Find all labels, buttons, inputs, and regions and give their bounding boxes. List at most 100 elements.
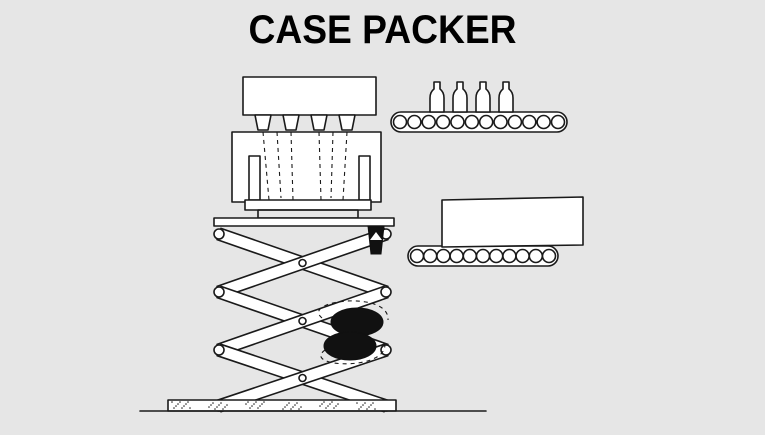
base-dot [290, 408, 292, 410]
base-dot [288, 402, 290, 404]
base-dot [284, 406, 286, 408]
base-dot [255, 401, 257, 403]
roller [521, 114, 537, 130]
roller [502, 248, 517, 264]
base-dot [366, 408, 368, 410]
roller [493, 114, 508, 130]
base-dot [185, 403, 187, 405]
bottle-conveyor [390, 81, 568, 133]
base-dot [216, 406, 218, 408]
gripper-head [242, 76, 377, 116]
roller [422, 248, 438, 264]
roller [464, 114, 480, 130]
drop-paths [262, 131, 348, 201]
roller [515, 248, 530, 264]
base-texture [171, 401, 376, 410]
base-dot [251, 405, 253, 407]
base-dot [331, 401, 333, 403]
roller [462, 248, 478, 264]
empty-case [441, 196, 584, 248]
air-bellows-lower [323, 331, 377, 361]
roller [409, 248, 425, 264]
base-dot [360, 406, 362, 408]
base-dot [374, 408, 376, 410]
case-base [244, 199, 372, 211]
center-pivot [298, 258, 307, 268]
base-dot [208, 406, 210, 408]
base-dot [177, 403, 179, 405]
case-conveyor [407, 196, 584, 267]
bottle-row [429, 81, 514, 113]
base-dot [261, 403, 263, 405]
hinge-pin [380, 286, 392, 298]
base-dot [257, 407, 259, 409]
base-dot [319, 405, 321, 407]
base-dot [259, 405, 261, 407]
base-dot [358, 408, 360, 410]
lift-table [213, 217, 395, 227]
base-dot [372, 402, 374, 404]
base-dot [286, 404, 288, 406]
base-dot [189, 407, 191, 409]
base-dot [362, 404, 364, 406]
roller [392, 114, 408, 130]
case-frame [231, 131, 382, 203]
roller [475, 248, 491, 264]
case-conveyor-rollers [409, 248, 557, 264]
base-dot [325, 407, 327, 409]
page-title: CASE PACKER [248, 8, 517, 52]
base-dot [171, 401, 173, 403]
base-dot [212, 402, 214, 404]
gripper-tulips [254, 114, 356, 131]
base-dot [253, 403, 255, 405]
base-dot [329, 403, 331, 405]
base-dot [356, 402, 358, 404]
roller [550, 114, 566, 130]
base-dot [364, 402, 366, 404]
base-dot [245, 403, 247, 405]
base-dot [181, 407, 183, 409]
roller [449, 248, 464, 264]
packer-head [213, 76, 395, 227]
hinge-pin [380, 344, 392, 356]
air-bellows-upper [330, 307, 384, 337]
base-dot [183, 405, 185, 407]
base-dot [187, 401, 189, 403]
base-dot [224, 406, 226, 408]
base-dot [210, 404, 212, 406]
base-dot [335, 405, 337, 407]
base-dot [292, 406, 294, 408]
base-dot [214, 408, 216, 410]
base-dot [249, 407, 251, 409]
base-dot [368, 406, 370, 408]
base-dot [333, 407, 335, 409]
base-dot [247, 401, 249, 403]
bottle-conveyor-rollers [392, 114, 566, 130]
base-dot [327, 405, 329, 407]
base-dot [294, 404, 296, 406]
base-dot [263, 401, 265, 403]
lift-base [167, 399, 397, 412]
base-dot [220, 402, 222, 404]
bottle [475, 81, 491, 113]
bottle [498, 81, 514, 113]
roller [528, 248, 544, 264]
roller [536, 114, 551, 130]
hinge-pin [213, 228, 225, 240]
base-dot [300, 406, 302, 408]
roller [421, 114, 437, 130]
roller [541, 248, 557, 264]
base-dot [226, 404, 228, 406]
base-dot [282, 408, 284, 410]
roller [436, 248, 451, 264]
hinge-pin [213, 286, 225, 298]
center-pivot [298, 373, 307, 383]
hinge-pin [213, 344, 225, 356]
center-pivot [298, 316, 307, 326]
base-dot [175, 405, 177, 407]
base-dot [323, 401, 325, 403]
roller [488, 248, 504, 264]
roller [478, 114, 494, 130]
